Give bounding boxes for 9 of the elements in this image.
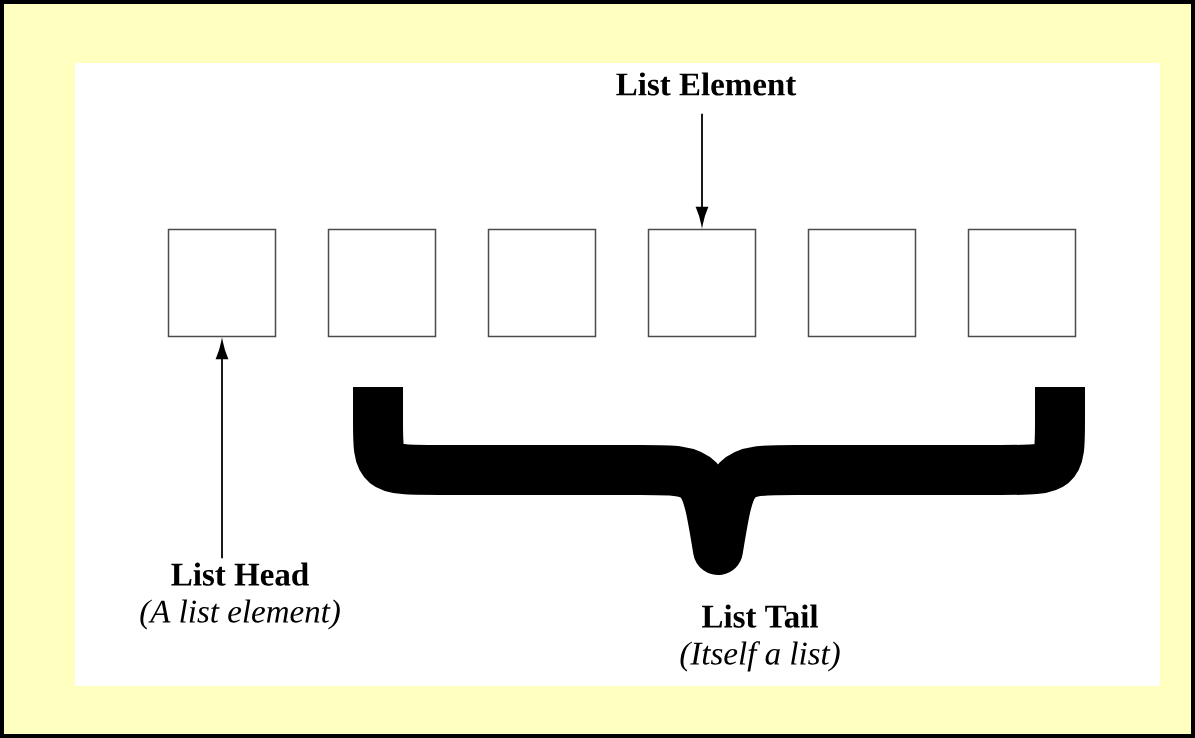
text-label: List Element [616, 72, 797, 96]
list-box [647, 228, 757, 338]
list-box [327, 228, 437, 338]
list-box [807, 228, 917, 338]
list-box [487, 228, 597, 338]
list-box [167, 228, 277, 338]
list-box [967, 228, 1077, 338]
text-label: List Tail (Itself a list) [680, 604, 840, 672]
text-label: List Head (A list element) [140, 562, 340, 630]
